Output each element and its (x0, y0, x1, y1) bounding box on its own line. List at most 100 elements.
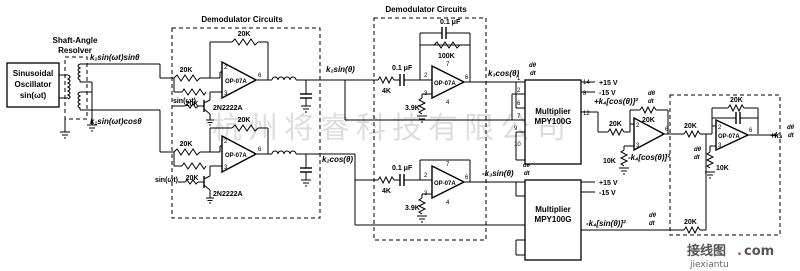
svg-text:Multiplier: Multiplier (535, 107, 571, 116)
svg-text:.: . (737, 244, 742, 259)
title-demod-right: Demodulator Circuits (385, 5, 467, 14)
inverter-stage: 20K 20K 2 3 6 10K -k₄[cos(θ)]² dθ dt (598, 105, 702, 175)
signal-k3sin: -k₃sin(θ) (482, 169, 514, 178)
multiplier-top-box (524, 79, 582, 165)
svg-text:20K: 20K (186, 175, 199, 182)
svg-text:OP-07A: OP-07A (434, 81, 456, 87)
svg-text:6: 6 (749, 128, 753, 134)
signal-k3cos: k₃cos(θ) (488, 69, 519, 78)
svg-text:2: 2 (224, 65, 228, 71)
svg-text:6: 6 (465, 75, 469, 81)
svg-text:20K: 20K (238, 31, 251, 38)
svg-text:+15 V: +15 V (599, 180, 618, 187)
svg-text:MPY100G: MPY100G (535, 117, 572, 126)
svg-text:3.9K: 3.9K (405, 205, 420, 212)
svg-text:2: 2 (718, 125, 722, 131)
svg-text:10: 10 (514, 142, 521, 148)
signal-k1cos: k₁sin(ωt)cosθ (90, 117, 142, 126)
signal-output: +k₄ (770, 131, 782, 140)
multiplier-bot: Multiplier MPY100G +15 V -15 V -k₄[sin(θ… (512, 179, 676, 261)
svg-text:jiexiantu: jiexiantu (689, 260, 729, 270)
svg-text:2: 2 (636, 123, 640, 129)
svg-text:20K: 20K (642, 117, 655, 124)
svg-text:0.1 μF: 0.1 μF (440, 19, 461, 26)
oscillator-box (6, 62, 60, 108)
opamp-diff-bot (431, 164, 466, 200)
svg-text:dθ: dθ (694, 147, 702, 153)
svg-text:0.1 μF: 0.1 μF (392, 65, 413, 72)
svg-text:-15 V: -15 V (599, 90, 616, 97)
signal-k2sin: k₂sin(θ) (326, 65, 355, 74)
svg-text:dθ: dθ (529, 63, 537, 69)
svg-text:9: 9 (514, 126, 518, 132)
svg-text:OP-07A: OP-07A (225, 79, 247, 85)
resolver-label-1: Shaft-Angle (53, 36, 98, 45)
svg-text:20K: 20K (684, 123, 697, 130)
svg-text:Multiplier: Multiplier (535, 205, 571, 214)
svg-text:dt: dt (648, 99, 655, 105)
svg-text:sin(ωt): sin(ωt) (173, 98, 196, 105)
multiplier-top: Multiplier MPY100G 1 2 6 7 9 10 14 8 12 … (511, 76, 656, 165)
svg-text:100K: 100K (438, 53, 455, 60)
svg-text:3: 3 (224, 91, 228, 97)
signal-k2cos: k₂cos(θ) (322, 155, 353, 164)
svg-text:20K: 20K (180, 67, 193, 74)
signal-k1sin: k₁sin(ωt)sinθ (90, 53, 140, 62)
svg-text:dt: dt (788, 133, 795, 139)
opamp-summer (715, 118, 750, 152)
summer-box (669, 94, 781, 236)
demodulator-box-left (171, 27, 321, 219)
watermark: 杭州将睿科技有限公司 (212, 111, 572, 146)
svg-text:dt: dt (694, 155, 701, 161)
svg-text:7: 7 (446, 162, 450, 168)
svg-text:7: 7 (446, 62, 450, 68)
summer-stage: 20K 20K 20K OP-07A 2 3 6 10K +k₄ dθ dt (676, 97, 795, 235)
svg-text:2: 2 (224, 139, 228, 145)
demod-channel-bot: 20K 20K OP-07A 2 3 6 20K sin(ωt) 2N2222A (155, 117, 353, 204)
svg-text:10K: 10K (716, 165, 729, 172)
svg-text:MPY100G: MPY100G (535, 215, 572, 224)
demod-channel-top: 20K 20K OP-07A 2 3 6 20K sin(ωt) (160, 31, 355, 126)
svg-text:6: 6 (665, 127, 669, 133)
svg-text:2: 2 (424, 73, 428, 79)
svg-text:12: 12 (583, 111, 590, 117)
oscillator-label-2: Oscillator (15, 80, 52, 89)
differentiator-bot: 4K 0.1 μF OP-07A 2 3 6 7 4 3.9K -k₃sin(θ… (377, 159, 531, 223)
signal-k4sin-neg: -k₄[sin(θ)]² (586, 219, 626, 228)
svg-text:7: 7 (517, 114, 521, 120)
svg-text:20K: 20K (609, 121, 622, 128)
svg-text:6: 6 (258, 147, 262, 153)
transistor-top-label: 2N2222A (213, 105, 243, 112)
svg-text:10K: 10K (603, 158, 616, 165)
svg-text:4K: 4K (382, 188, 391, 195)
svg-text:dt: dt (649, 221, 656, 227)
svg-text:8: 8 (583, 91, 587, 97)
svg-text:4: 4 (446, 100, 450, 106)
svg-text:OP-07A: OP-07A (434, 181, 456, 187)
svg-text:20K: 20K (180, 141, 193, 148)
svg-text:6: 6 (517, 101, 521, 107)
opamp-diff-top (431, 64, 466, 100)
svg-text:3.9K: 3.9K (405, 105, 420, 112)
svg-text:com: com (744, 244, 774, 259)
svg-text:dt: dt (530, 71, 537, 77)
svg-text:sin(ωt): sin(ωt) (155, 177, 178, 184)
svg-text:14: 14 (583, 80, 590, 86)
svg-text:6: 6 (465, 175, 469, 181)
resolver-label-2: Resolver (58, 46, 92, 55)
svg-text:3: 3 (636, 143, 640, 149)
differentiator-top: 4K 0.1 μF 0.1 μF 100K OP-07A 2 3 6 7 4 3… (377, 19, 537, 123)
signal-k4cos-neg: -k₄[cos(θ)]² (628, 153, 670, 162)
svg-text:6: 6 (258, 73, 262, 79)
svg-text:4K: 4K (382, 88, 391, 95)
svg-text:4: 4 (446, 200, 450, 206)
svg-text:dθ: dθ (648, 91, 656, 97)
svg-text:OP-07A: OP-07A (225, 153, 247, 159)
opamp-demod-bot (221, 134, 258, 174)
svg-text:OP-07A: OP-07A (718, 134, 740, 140)
svg-text:接线图: 接线图 (687, 243, 726, 259)
svg-text:20K: 20K (730, 97, 743, 104)
oscillator-label-3: sin(ωt) (20, 91, 47, 100)
svg-text:20K: 20K (238, 117, 251, 124)
